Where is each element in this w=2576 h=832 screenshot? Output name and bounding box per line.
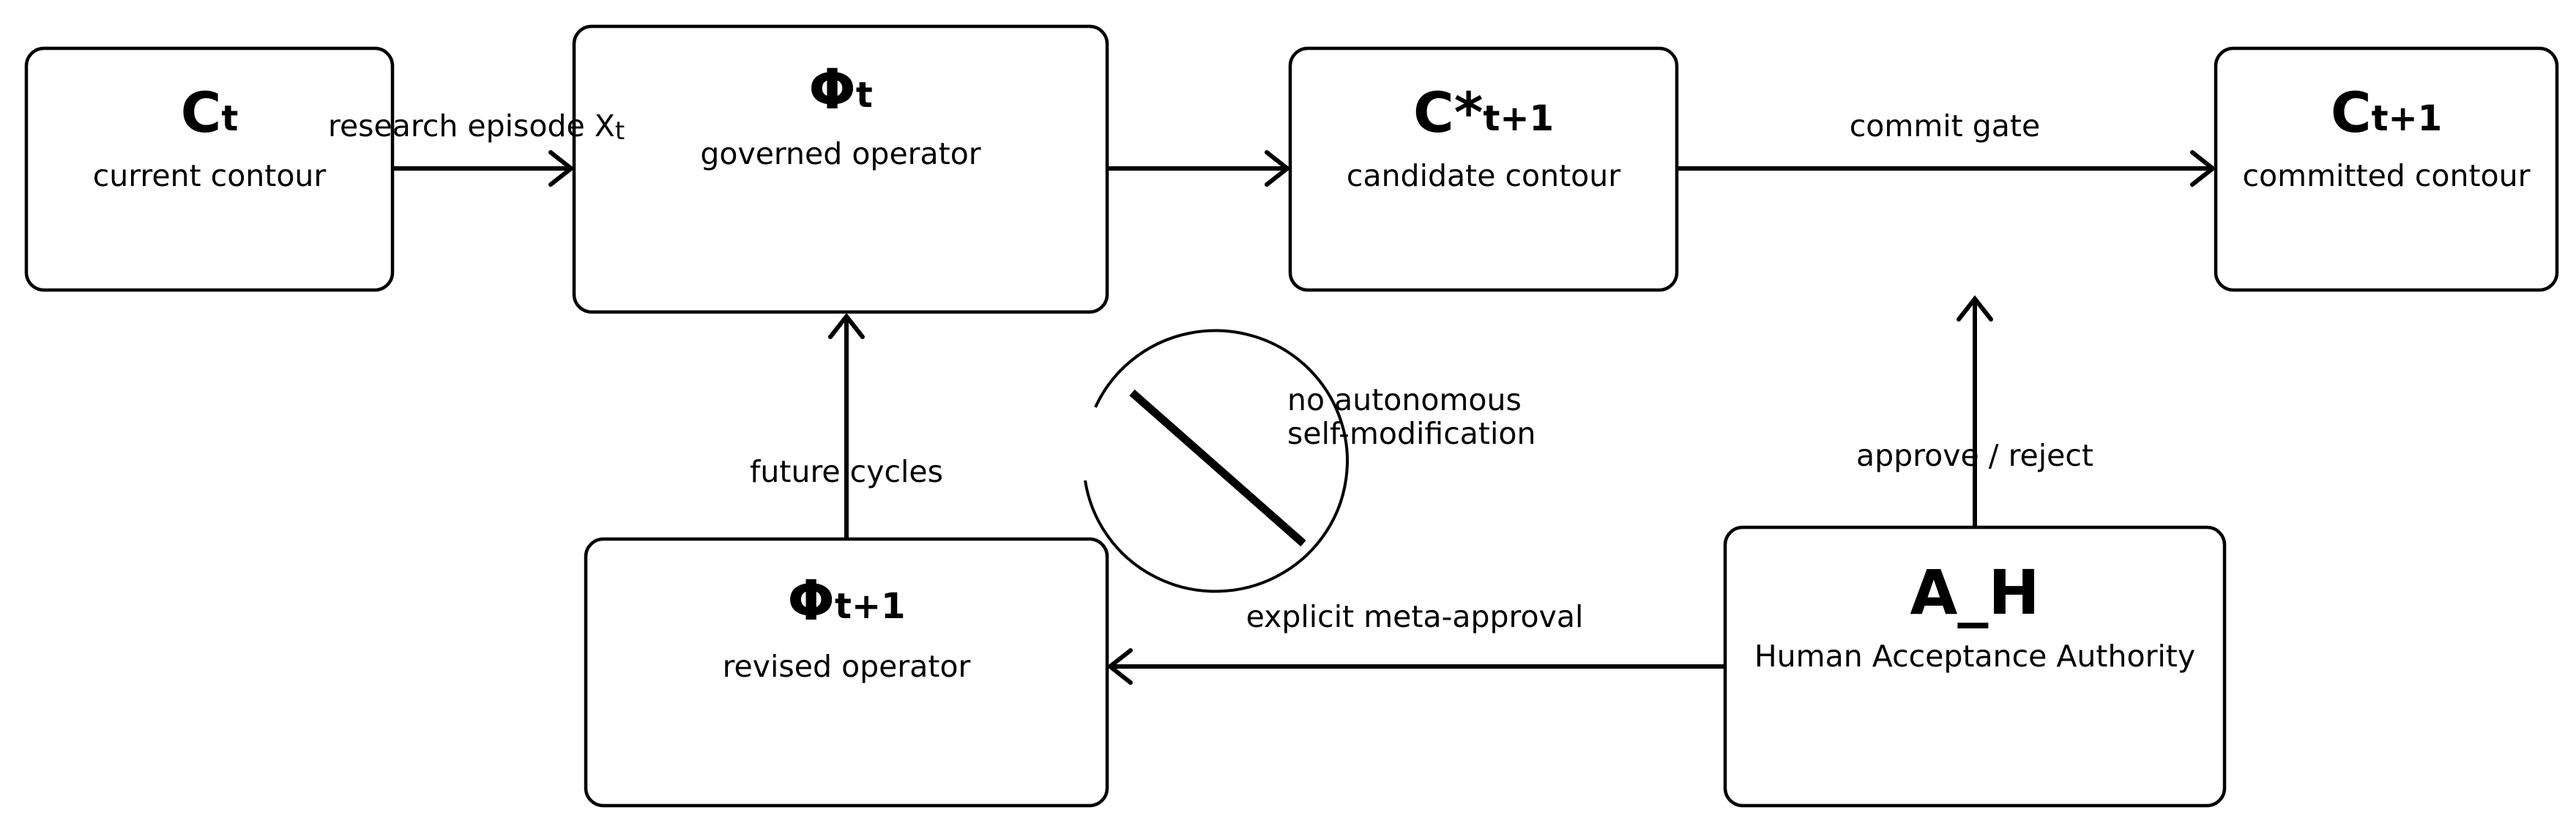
node-caption: governed operator [700,136,980,171]
node-symbol: C*t+1 [1413,80,1554,145]
node-symbol: A_H [1910,557,2039,628]
arrowhead-icon [1265,150,1291,187]
edge-commit-gate [1677,150,2216,187]
edge-label-future-cycles: future cycles [750,454,943,489]
node-caption: revised operator [723,649,971,684]
arrowhead-icon [2190,150,2216,187]
prohibition-circle [1084,329,1349,593]
arrowhead-icon [1106,648,1133,685]
edge-approve-reject [1957,295,1993,527]
prohibition-label-line2: self-modification [1287,416,1535,451]
edge-meta-approval [1106,648,1725,685]
edge-label-meta-approval: explicit meta-approval [1246,599,1584,634]
edge-label-commit-gate: commit gate [1850,108,2040,144]
edge-future-cycles [828,313,865,539]
edge-label-research-episode: research episode Xt [328,108,625,146]
arrowhead-icon [828,313,865,339]
node-committed-contour: Ct+1 committed contour [2214,46,2559,292]
edge-research-episode [392,150,575,187]
prohibition-label-line1: no autonomous [1287,382,1522,417]
node-symbol: Ct [181,80,239,145]
node-caption: current contour [93,158,327,193]
arrowhead-icon [1957,295,1993,322]
edge-operator-to-candidate [1107,150,1291,187]
node-current-contour: Ct current contour [24,46,395,292]
node-symbol: Φt [808,56,873,122]
node-candidate-contour: C*t+1 candidate contour [1288,46,1679,292]
node-box [2214,46,2559,292]
node-governed-operator: Φt governed operator [572,24,1109,314]
node-caption: candidate contour [1347,158,1620,193]
prohibition-sign-icon [1084,329,1349,593]
node-symbol: Φt+1 [787,568,905,633]
node-revised-operator: Φt+1 revised operator [584,537,1109,808]
node-caption: committed contour [2243,158,2531,193]
edge-label-approve-reject: approve / reject [1856,438,2093,473]
node-human-acceptance-authority: A_H Human Acceptance Authority [1723,525,2227,808]
node-caption: Human Acceptance Authority [1754,639,2195,674]
prohibition-slash [1129,389,1306,547]
arrowhead-icon [548,150,575,187]
node-symbol: Ct+1 [2331,80,2442,145]
